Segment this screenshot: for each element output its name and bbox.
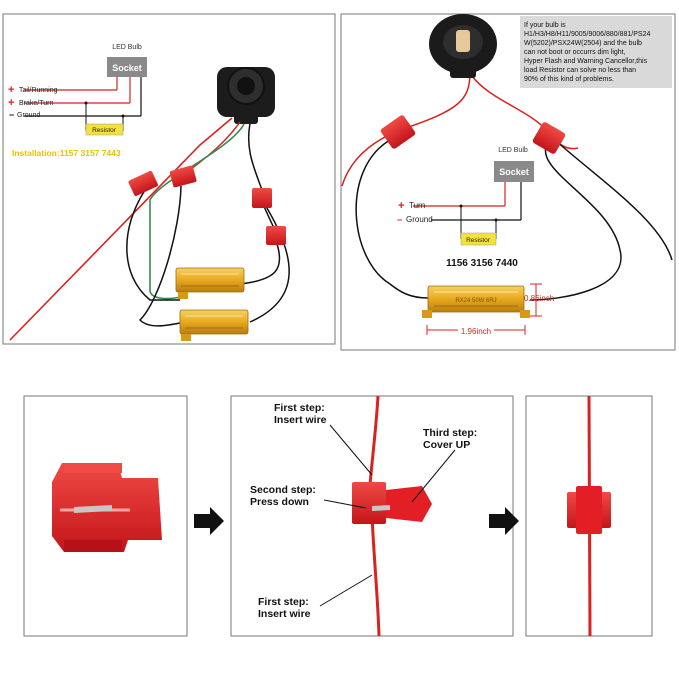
resistor-1157-lower	[179, 309, 249, 341]
resistor-label-1157: Resistor	[92, 127, 117, 134]
panel-1157-border	[2, 13, 336, 345]
photo-1157	[9, 67, 290, 341]
resistor-box-1157	[85, 123, 124, 136]
socket-1156-illustration	[429, 14, 497, 78]
step-first-top-line2: Insert wire	[274, 414, 327, 426]
resistor-label-1156: Resistor	[466, 237, 491, 244]
step-third-line1: Third step:	[423, 427, 477, 439]
svg-text:Hyper Flash and Warning Cancel: Hyper Flash and Warning Cancellor,this	[524, 58, 648, 65]
plus-sign-tail: +	[8, 84, 14, 96]
resistor-print: RX24 50W 6RJ	[455, 298, 496, 304]
dimension-length: 1.96inch	[426, 324, 526, 336]
step-first-bottom-line1: First step:	[258, 596, 309, 608]
connector-1157-a	[128, 170, 158, 196]
socket-label-1157: Socket	[112, 63, 142, 73]
wire-label-tail: Tail/Running	[19, 87, 58, 94]
step-panel-2: First step: Insert wire Second step: Pre…	[230, 395, 514, 637]
resistor-1156: RX24 50W 6RJ	[422, 285, 530, 318]
steps-row: First step: Insert wire Second step: Pre…	[23, 395, 653, 637]
svg-text:90% of this kind of problems.: 90% of this kind of problems.	[524, 76, 614, 83]
svg-text:load Resistor can solve no les: load Resistor can solve no less than	[524, 67, 636, 74]
dimension-height-label: 0.86inch	[524, 294, 554, 303]
socket-label-1156: Socket	[499, 167, 529, 177]
connector-1157-d	[266, 226, 286, 245]
connector-1156-left	[380, 115, 416, 149]
wire-label-brake: Brake/Turn	[19, 100, 53, 107]
socket-box-1156	[494, 161, 534, 182]
arrow-right-icon-2	[489, 507, 519, 535]
dimension-height: 0.86inch	[524, 283, 554, 317]
step-second-line1: Second step:	[250, 484, 316, 496]
connector-1157-b	[169, 165, 197, 188]
resistor-box-1156	[460, 232, 497, 246]
svg-text:If your bulb is: If your bulb is	[524, 22, 566, 29]
svg-text:H1/H3/H8/H11/9005/9006/880/881: H1/H3/H8/H11/9005/9006/880/881/PS24	[524, 31, 650, 38]
connector-pressing	[352, 482, 432, 524]
photo-1156: RX24 50W 6RJ 0.86inch 1.96inch	[341, 14, 673, 336]
schematic-1156: LED Bulb Socket Resistor + Turn − Ground	[397, 147, 534, 246]
step-first-bottom-line2: Insert wire	[258, 608, 311, 620]
svg-text:W(5202)/PSX24W(2504) and the b: W(5202)/PSX24W(2504) and the bulb	[524, 40, 642, 47]
step-third-line2: Cover UP	[423, 439, 470, 451]
panel-1156: If your bulb is H1/H3/H8/H11/9005/9006/8…	[340, 13, 676, 351]
connector-1157-c	[252, 188, 272, 208]
note-box	[520, 16, 672, 88]
step-first-top-line1: First step:	[274, 402, 325, 414]
minus-sign-ground: −	[9, 110, 14, 120]
arrow-right-icon	[194, 507, 224, 535]
schematic-1157: Socket LED Bulb Resistor + Tail/Running …	[8, 44, 147, 136]
connector-1156-right	[532, 122, 566, 154]
wire-label-ground-1156: Ground	[406, 215, 433, 224]
wire-label-turn: Turn	[409, 201, 425, 210]
step-panel-3	[525, 395, 653, 637]
led-bulb-label-1156: LED Bulb	[498, 147, 528, 154]
note-text: If your bulb is H1/H3/H8/H11/9005/9006/8…	[524, 22, 650, 83]
step-second-line2: Press down	[250, 496, 309, 508]
plus-sign-turn: +	[398, 200, 404, 212]
svg-text:can not boot or occurrs dim l: can not boot or occurrs dim light,	[524, 49, 626, 56]
socket-box-1157	[107, 57, 147, 77]
led-bulb-label-1157: LED Bulb	[112, 44, 142, 51]
installation-label: Installation:1157 3157 7443	[12, 148, 121, 158]
connector-closed	[567, 486, 611, 534]
step-panel-1	[23, 395, 188, 637]
models-label-1156: 1156 3156 7440	[446, 258, 518, 269]
connector-closeup-open	[52, 463, 162, 552]
resistor-1157-upper	[175, 267, 245, 299]
green-wire	[149, 123, 245, 300]
socket-1157-illustration	[217, 67, 275, 124]
plus-sign-brake: +	[8, 97, 14, 109]
minus-sign-ground-1156: −	[397, 215, 402, 225]
red-wire-diagonal	[9, 117, 233, 341]
wire-label-ground-1157: Ground	[17, 112, 40, 119]
dimension-length-label: 1.96inch	[461, 327, 491, 336]
panel-1157: Socket LED Bulb Resistor + Tail/Running …	[2, 13, 336, 345]
